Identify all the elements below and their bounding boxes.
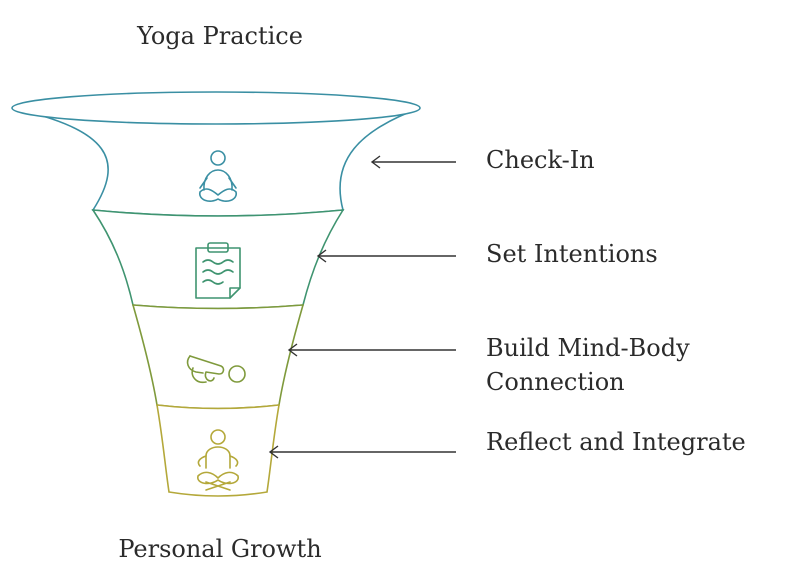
funnel-stage-set-intentions: [91, 209, 345, 310]
seated-meditation-icon: [197, 429, 239, 491]
label-mind-body: Build Mind-Body Connection: [486, 334, 690, 396]
arrow-check-in: [370, 155, 456, 169]
arrow-mind-body: [287, 343, 456, 357]
funnel-bottom-title: Personal Growth: [118, 535, 322, 563]
arrow-set-intentions: [316, 249, 456, 263]
funnel-rim: [11, 91, 421, 125]
label-reflect: Reflect and Integrate: [486, 428, 746, 456]
clipboard-notes-icon: [195, 242, 241, 299]
meditating-person-icon: [199, 150, 237, 202]
yoga-pose-icon: [186, 355, 246, 384]
label-check-in: Check-In: [486, 146, 595, 174]
label-set-intentions: Set Intentions: [486, 240, 658, 268]
funnel-stage-mind-body: [131, 304, 305, 410]
funnel-top-title: Yoga Practice: [137, 22, 303, 50]
funnel-stage-reflect: [156, 404, 280, 497]
arrow-reflect: [268, 445, 456, 459]
